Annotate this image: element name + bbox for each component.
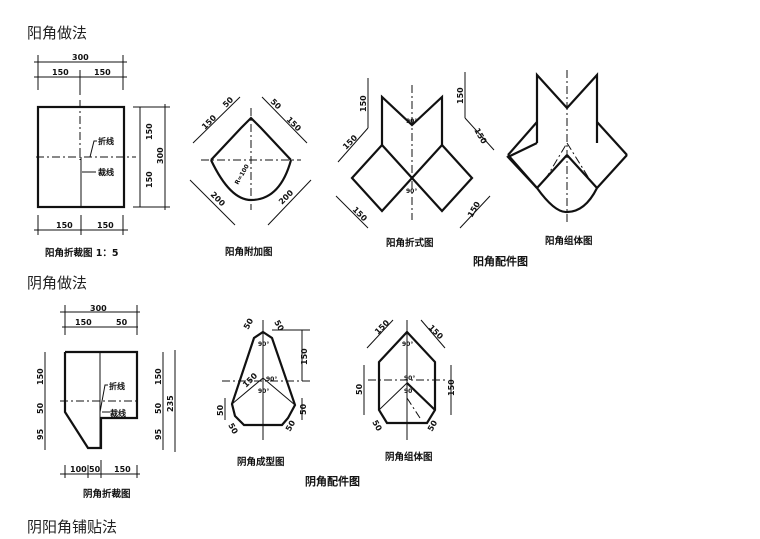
dim-label: 150 — [300, 348, 309, 365]
dim-label: 200 — [209, 190, 227, 208]
dim-label: 95 — [36, 428, 45, 440]
dim-label: R=100 — [234, 163, 251, 186]
dim-label: 150 — [52, 68, 69, 77]
dim-label: 50 — [36, 402, 45, 414]
dim-label: 150 — [200, 113, 218, 131]
dim-label: 150 — [97, 221, 114, 230]
angle-label: 90° — [406, 188, 417, 195]
yang-cut-drawing: 300 150 150 150 150 150 150 300 折线 裁线 阳角… — [34, 53, 170, 259]
dim-label: 50 — [355, 383, 364, 395]
dim-label: 50 — [370, 419, 384, 434]
group-caption: 阳角配件图 — [473, 254, 528, 268]
dim-label: 50 — [242, 316, 256, 331]
dim-label: 300 — [90, 304, 107, 313]
heading-yang-corner: 阳角做法 — [27, 24, 88, 42]
yang-fold-drawing: 150 150 150 150 150 150 90° 90° 阳角折式图 — [335, 72, 495, 249]
dim-label: 150 — [285, 115, 303, 133]
dim-label: 150 — [154, 368, 163, 385]
dim-label: 150 — [75, 318, 92, 327]
dim-label: 150 — [359, 95, 368, 112]
dim-label: 150 — [145, 171, 154, 188]
dim-label: 300 — [72, 53, 89, 62]
angle-label: 90° — [402, 341, 413, 348]
caption: 阴角组体图 — [385, 451, 433, 463]
dim-label: 150 — [241, 371, 259, 389]
yin-assembly-drawing: 150 150 50 150 50 50 90° 90° 90° 阴角组体图 — [355, 318, 456, 463]
fold-line-label: 折线 — [98, 136, 114, 146]
dim-label: 150 — [373, 318, 391, 336]
dim-label: 50 — [272, 319, 286, 334]
angle-label: 90° — [404, 375, 415, 382]
dim-label: 50 — [216, 404, 225, 416]
dim-label: 50 — [154, 402, 163, 414]
dim-label: 150 — [466, 200, 482, 219]
dim-label: 150 — [447, 379, 456, 396]
angle-label: 90° — [258, 341, 269, 348]
caption: 阳角折裁图 1：5 — [45, 247, 119, 259]
cut-line-label: 裁线 — [98, 167, 114, 177]
dim-label: 150 — [351, 205, 369, 223]
angle-label: 90° — [404, 388, 415, 395]
cut-line-label: 裁线 — [110, 408, 126, 418]
caption: 阴角折裁图 — [83, 488, 131, 500]
dim-label: 150 — [145, 123, 154, 140]
angle-label: 90° — [266, 376, 277, 383]
dim-label: 50 — [89, 465, 101, 474]
dim-label: 50 — [226, 422, 240, 437]
dim-label: 50 — [269, 97, 284, 112]
heading-yin-yang-tiling: 阴阳角铺贴法 — [27, 518, 118, 536]
dim-label: 150 — [36, 368, 45, 385]
dim-label: 300 — [156, 147, 165, 164]
yang-extra-drawing: 150 50 50 150 200 200 R=100 阳角附加图 — [189, 95, 312, 258]
dim-label: 150 — [472, 127, 488, 146]
caption: 阳角附加图 — [225, 246, 273, 258]
dim-label: 150 — [427, 323, 445, 341]
dim-label: 95 — [154, 428, 163, 440]
fold-line-label: 折线 — [109, 381, 125, 391]
yin-formed-drawing: 50 50 150 50 50 50 50 150 90° 90° 90° 阴角… — [216, 316, 310, 468]
dim-label: 50 — [299, 403, 308, 415]
dim-label: 50 — [116, 318, 128, 327]
dim-label: 200 — [277, 188, 295, 206]
dim-label: 235 — [166, 395, 175, 412]
dim-label: 150 — [456, 87, 465, 104]
caption: 阳角组体图 — [545, 235, 593, 247]
caption: 阳角折式图 — [386, 237, 434, 249]
caption: 阴角成型图 — [237, 456, 285, 468]
angle-label: 90° — [406, 118, 417, 125]
dim-label: 150 — [94, 68, 111, 77]
dim-label: 150 — [56, 221, 73, 230]
heading-yin-corner: 阴角做法 — [27, 274, 88, 292]
yang-assembly-drawing: 阳角组体图 — [506, 70, 628, 247]
dim-label: 100 — [70, 465, 87, 474]
dim-label: 50 — [221, 95, 236, 110]
dim-label: 150 — [114, 465, 131, 474]
group-caption: 阴角配件图 — [305, 474, 360, 488]
yin-cut-drawing: 300 150 50 150 50 95 150 50 95 235 100 5… — [36, 304, 176, 500]
angle-label: 90° — [258, 388, 269, 395]
